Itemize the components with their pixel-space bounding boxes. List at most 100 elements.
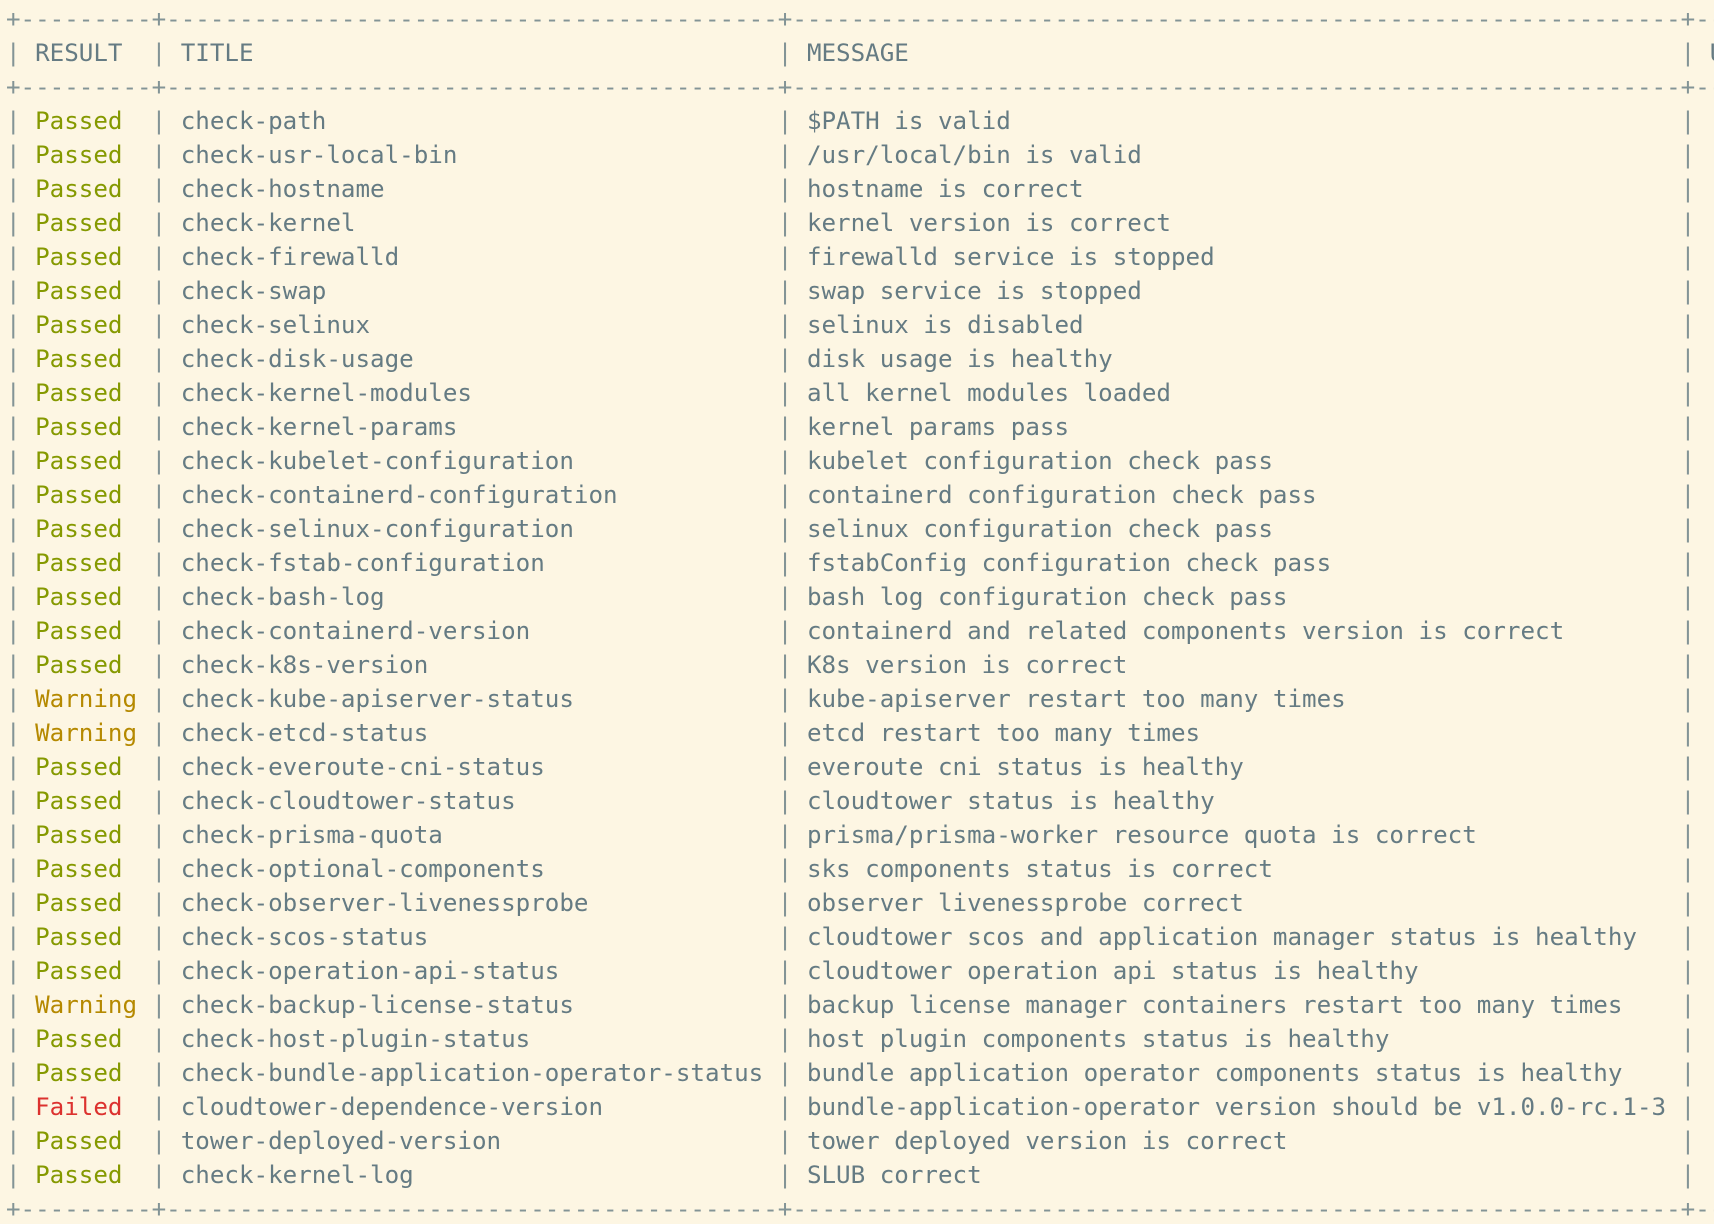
- column-separator: |: [1666, 923, 1710, 951]
- cell-padding: [1622, 1059, 1666, 1087]
- cell-padding: [1710, 447, 1714, 475]
- table-row: | Passed | check-kernel-log | SLUB corre…: [6, 1158, 1714, 1192]
- cell-message: etcd restart too many times: [806, 719, 1201, 747]
- column-separator: |: [1666, 209, 1710, 237]
- column-separator: |: [763, 209, 807, 237]
- cell-padding: [472, 379, 763, 407]
- cell-padding: [1127, 651, 1666, 679]
- cell-padding: [545, 753, 763, 781]
- column-separator: |: [6, 923, 36, 951]
- result-badge: Passed: [35, 515, 123, 543]
- cell-padding: [1710, 481, 1714, 509]
- table-row: | Warning | check-kube-apiserver-status …: [6, 682, 1714, 716]
- cell-title: check-disk-usage: [180, 345, 414, 373]
- result-badge: Passed: [35, 345, 123, 373]
- column-separator: |: [1666, 617, 1710, 645]
- cell-title: check-usr-local-bin: [180, 141, 458, 169]
- cell-padding: [1622, 991, 1666, 1019]
- cell-message: host plugin components status is healthy: [806, 1025, 1390, 1053]
- cell-padding: [1215, 243, 1666, 271]
- cell-message: prisma/prisma-worker resource quota is c…: [806, 821, 1477, 849]
- column-separator: |: [6, 821, 36, 849]
- cell-padding: [123, 1127, 138, 1155]
- cell-message: selinux configuration check pass: [806, 515, 1273, 543]
- table-row: | Passed | check-swap | swap service is …: [6, 274, 1714, 308]
- table-row: | Passed | check-bundle-application-oper…: [6, 1056, 1714, 1090]
- cell-padding: [603, 1093, 763, 1121]
- cell-message: all kernel modules loaded: [806, 379, 1171, 407]
- column-separator: |: [1666, 651, 1710, 679]
- cell-padding: [1637, 923, 1666, 951]
- cell-padding: [1710, 277, 1714, 305]
- cell-padding: [574, 685, 763, 713]
- column-separator: |: [763, 889, 807, 917]
- column-separator: |: [137, 379, 181, 407]
- column-separator: |: [6, 379, 36, 407]
- cell-title: cloudtower-dependence-version: [180, 1093, 604, 1121]
- cell-padding: [326, 277, 763, 305]
- cell-padding: [1069, 413, 1666, 441]
- result-badge: Passed: [35, 923, 123, 951]
- column-separator: |: [763, 685, 807, 713]
- cell-padding: [1317, 481, 1667, 509]
- column-separator: |: [763, 549, 807, 577]
- result-badge: Passed: [35, 549, 123, 577]
- column-separator: |: [6, 447, 36, 475]
- column-separator: |: [763, 107, 807, 135]
- cell-message: fstabConfig configuration check pass: [806, 549, 1332, 577]
- cell-padding: [574, 515, 763, 543]
- column-separator: |: [137, 1059, 181, 1087]
- table-bottom-border: +---------+-----------------------------…: [6, 1195, 1714, 1223]
- table-header-row: | RESULT | TITLE | MESSAGE | URI |: [6, 36, 1714, 70]
- table-top-border: +---------+-----------------------------…: [6, 5, 1714, 33]
- table-row: | Passed | check-firewalld | firewalld s…: [6, 240, 1714, 274]
- cell-padding: [516, 787, 764, 815]
- table-row: | Passed | check-optional-components | s…: [6, 852, 1714, 886]
- column-separator: |: [6, 583, 36, 611]
- cell-padding: [428, 719, 763, 747]
- cell-message: hostname is correct: [806, 175, 1084, 203]
- column-separator: |: [6, 515, 36, 543]
- cell-title: check-kernel-params: [180, 413, 458, 441]
- table-row: | Passed | check-bash-log | bash log con…: [6, 580, 1714, 614]
- cell-title: check-kube-apiserver-status: [180, 685, 574, 713]
- cell-title: check-path: [180, 107, 327, 135]
- column-separator: |: [763, 617, 807, 645]
- cell-message: selinux is disabled: [806, 311, 1084, 339]
- column-separator: |: [6, 991, 36, 1019]
- cell-title: check-optional-components: [180, 855, 545, 883]
- cell-message: disk usage is healthy: [806, 345, 1113, 373]
- cell-padding: [1419, 957, 1667, 985]
- cell-padding: [123, 617, 138, 645]
- cell-padding: [501, 1127, 763, 1155]
- table-row: | Passed | check-kernel | kernel version…: [6, 206, 1714, 240]
- column-separator: |: [763, 855, 807, 883]
- cell-message: kernel params pass: [806, 413, 1070, 441]
- column-separator: |: [6, 889, 36, 917]
- table-row: | Passed | check-usr-local-bin | /usr/lo…: [6, 138, 1714, 172]
- result-badge: Warning: [35, 991, 138, 1019]
- column-separator: |: [137, 583, 181, 611]
- column-separator: |: [763, 243, 807, 271]
- column-separator: |: [137, 889, 181, 917]
- cell-message: backup license manager containers restar…: [806, 991, 1623, 1019]
- cell-message: $PATH is valid: [806, 107, 1011, 135]
- cell-padding: [1710, 889, 1714, 917]
- cell-title: tower-deployed-version: [180, 1127, 502, 1155]
- cell-padding: [1273, 447, 1666, 475]
- cell-padding: [574, 447, 763, 475]
- column-separator: |: [137, 923, 181, 951]
- column-separator: |: [1666, 481, 1710, 509]
- column-separator: |: [137, 753, 181, 781]
- cell-padding: [1710, 685, 1714, 713]
- cell-padding: [1710, 753, 1714, 781]
- cell-padding: [1084, 311, 1666, 339]
- cell-padding: [1710, 413, 1714, 441]
- cell-message: swap service is stopped: [806, 277, 1142, 305]
- table-row: | Failed | cloudtower-dependence-version…: [6, 1090, 1714, 1124]
- column-separator: |: [137, 685, 181, 713]
- cell-padding: [254, 39, 764, 67]
- column-separator: |: [137, 413, 181, 441]
- cell-padding: [123, 141, 138, 169]
